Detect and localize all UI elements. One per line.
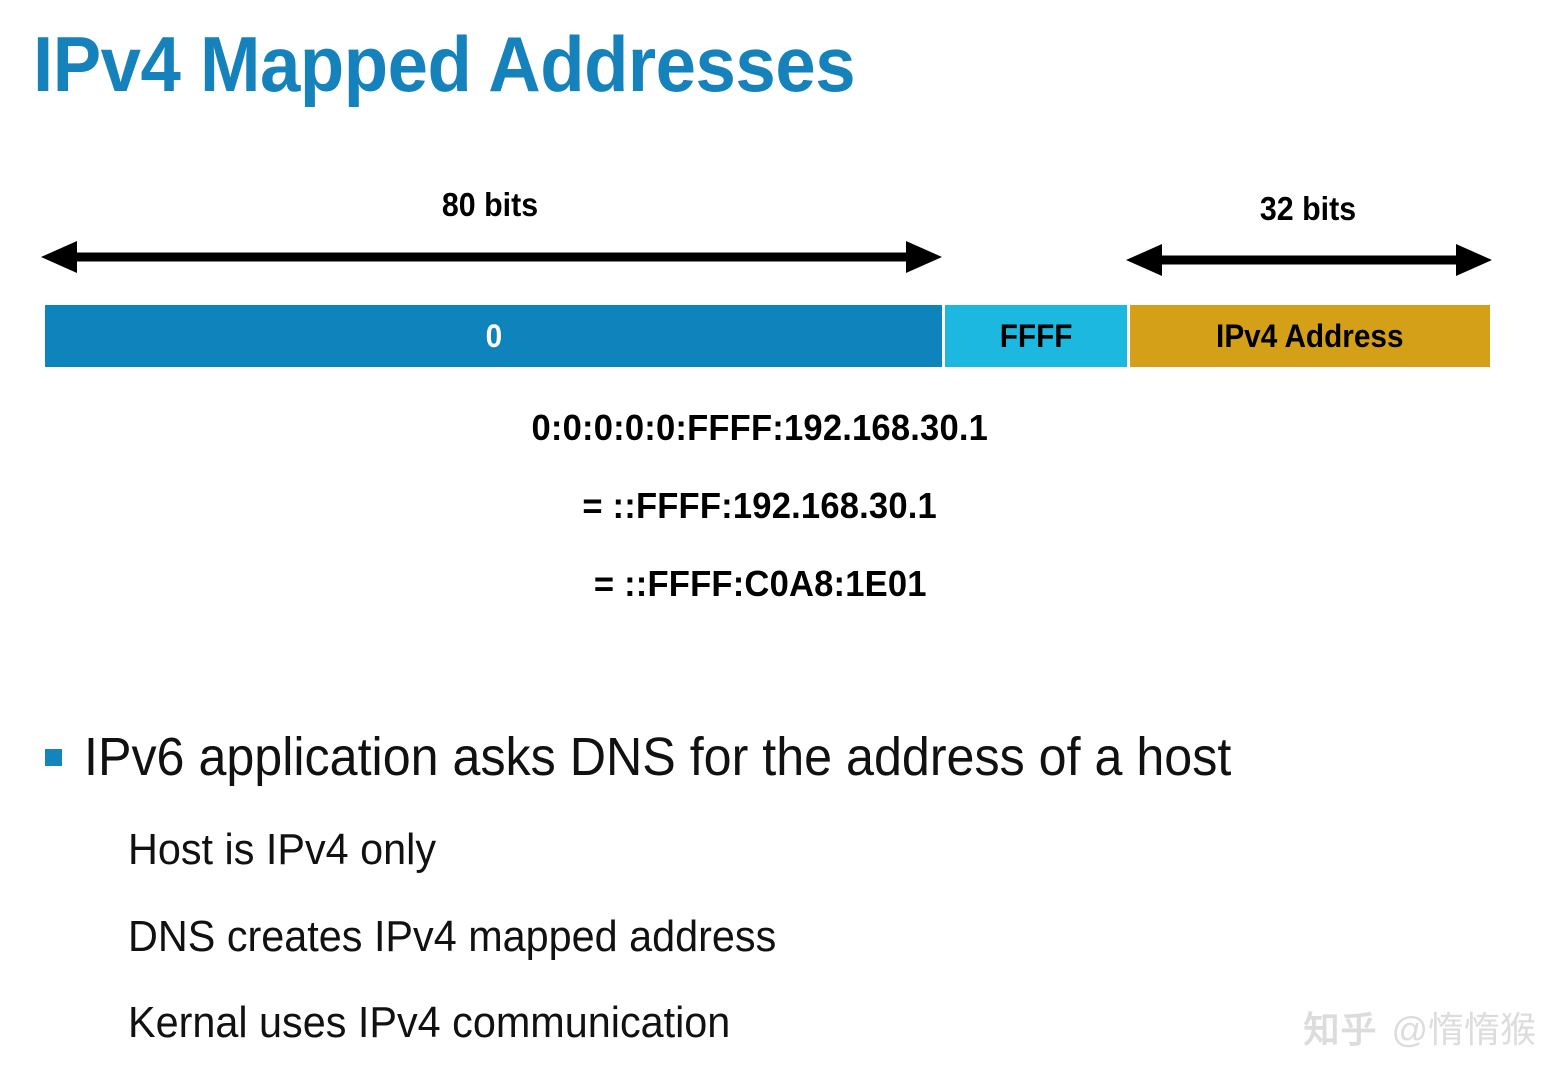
bullet-list: IPv6 application asks DNS for the addres… (0, 722, 1560, 1047)
address-notation-list: 0:0:0:0:0:FFFF:192.168.30.1 = ::FFFF:192… (0, 405, 1520, 639)
list-item: Kernal uses IPv4 communication (128, 998, 731, 1047)
bar-segment-zeros: 0 (45, 305, 942, 367)
address-notation-text: = ::FFFF:192.168.30.1 (582, 485, 938, 526)
address-layout-bar: 0 FFFF IPv4 Address (45, 305, 1490, 367)
address-notation-text: 0:0:0:0:0:FFFF:192.168.30.1 (531, 407, 989, 448)
bar-segment-ffff: FFFF (945, 305, 1127, 367)
list-item: DNS creates IPv4 mapped address (128, 912, 777, 961)
address-notation-line: = ::FFFF:192.168.30.1 (0, 483, 1520, 561)
zhihu-logo: 知乎 (1303, 1009, 1378, 1050)
watermark-handle: @惰惰猴 (1391, 1009, 1536, 1050)
bar-segment-zeros-label: 0 (485, 317, 502, 354)
bit-width-label-80: 80 bits (441, 186, 539, 223)
bit-width-label-32: 32 bits (1259, 190, 1357, 227)
double-arrow-icon-32bits (1126, 242, 1492, 278)
address-notation-text: = ::FFFF:C0A8:1E01 (593, 563, 927, 604)
list-item: Host is IPv4 only (128, 825, 437, 874)
page-title: IPv4 Mapped Addresses (33, 20, 856, 108)
double-arrow-icon-80bits (41, 239, 942, 275)
address-notation-line: 0:0:0:0:0:FFFF:192.168.30.1 (0, 405, 1520, 483)
address-notation-line: = ::FFFF:C0A8:1E01 (0, 561, 1520, 639)
list-item: IPv6 application asks DNS for the addres… (0, 722, 1560, 812)
bar-segment-ipv4-address-label: IPv4 Address (1216, 317, 1404, 354)
square-bullet-icon (45, 749, 62, 766)
bar-segment-ffff-label: FFFF (999, 317, 1073, 354)
bar-segment-ipv4-address: IPv4 Address (1130, 305, 1490, 367)
watermark: 知乎 @惰惰猴 (1303, 1010, 1536, 1050)
main-bullet-label: IPv6 application asks DNS for the addres… (84, 727, 1232, 787)
